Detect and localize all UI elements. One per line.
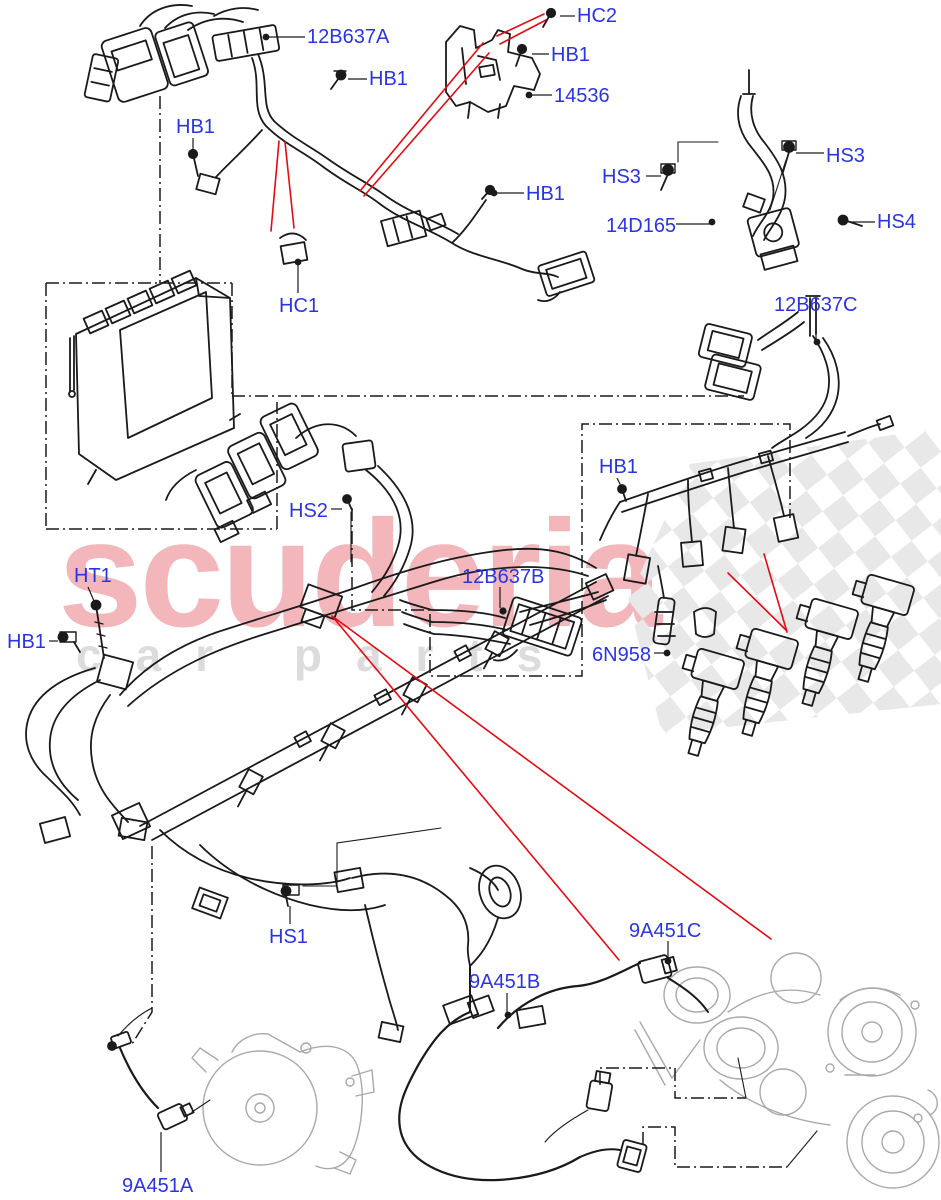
callout-hb1-center[interactable]: HB1 — [526, 183, 565, 205]
callout-12b637c[interactable]: 12B637C — [774, 294, 858, 316]
callout-6n958[interactable]: 6N958 — [592, 644, 651, 666]
callout-hs3-right[interactable]: HS3 — [826, 145, 865, 167]
fastener-icons — [57, 7, 863, 907]
screw-icon-hb1-topleft — [330, 69, 347, 90]
bolt-icon-hs2 — [342, 494, 353, 511]
sensor-9a451a-drawing — [107, 1007, 211, 1131]
screw-icon-hc2 — [542, 7, 557, 28]
callout-hb1-right[interactable]: HB1 — [599, 456, 638, 478]
bolt-icon-hb1-right — [617, 484, 627, 502]
bolt-icon-hs3-right — [781, 140, 797, 173]
bolt-icon-hs1 — [280, 884, 300, 907]
ecu-drawing — [68, 269, 241, 485]
callout-hs3-left[interactable]: HS3 — [602, 166, 641, 188]
callout-hs2[interactable]: HS2 — [289, 500, 328, 522]
water-pump-drawing — [191, 1033, 375, 1175]
callout-hc1[interactable]: HC1 — [279, 295, 320, 317]
checkered-flag-watermark — [628, 428, 941, 734]
callout-12b637b[interactable]: 12B637B — [462, 566, 545, 588]
callout-hb1-farleft[interactable]: HB1 — [7, 631, 46, 653]
sensor-6n958-drawing — [652, 565, 676, 646]
connector-12b637b-drawing — [493, 596, 583, 662]
callout-14d165[interactable]: 14D165 — [606, 215, 677, 237]
callout-hc2[interactable]: HC2 — [577, 5, 618, 27]
watermark-tagline: car parts — [76, 629, 577, 681]
callout-hs1[interactable]: HS1 — [269, 926, 308, 948]
callout-9a451a[interactable]: 9A451A — [122, 1175, 194, 1197]
ignition-coils-drawing — [681, 573, 915, 757]
screw-icon-hb1-midleft — [187, 148, 199, 177]
bolt-icon-hb1-farleft — [57, 631, 81, 653]
callout-ht1[interactable]: HT1 — [74, 565, 112, 587]
callout-9a451b[interactable]: 9A451B — [469, 971, 541, 993]
bracket-14536-drawing — [445, 25, 541, 119]
callout-12b637a[interactable]: 12B637A — [307, 26, 390, 48]
callout-hb1-bracket[interactable]: HB1 — [551, 44, 590, 66]
bolt-icon-hs4 — [837, 214, 863, 227]
bolt-icon-hs3-left — [660, 163, 676, 191]
callout-hb1-midleft[interactable]: HB1 — [176, 116, 215, 138]
screw-icon-ht1 — [90, 599, 108, 659]
hose-14d165-drawing — [737, 69, 800, 271]
callout-leader-lines — [49, 15, 875, 1172]
callout-hb1-topleft[interactable]: HB1 — [369, 68, 408, 90]
harness-12b637a-drawing — [83, 4, 596, 303]
region-boundary-solid-ticks — [737, 1057, 818, 1168]
callout-14536[interactable]: 14536 — [554, 85, 610, 107]
red-pointer-lines — [270, 13, 788, 961]
main-engine-harness-drawing — [25, 547, 615, 1044]
ignition-coil-harness-drawing — [165, 402, 414, 597]
oxygen-sensor-harness-drawing — [398, 954, 709, 1182]
callout-hs4[interactable]: HS4 — [877, 211, 916, 233]
watermark-brand: scuderia — [58, 489, 662, 659]
screw-icon-hb1-bracket — [515, 43, 528, 67]
harness-12b637c-drawing — [599, 295, 895, 638]
turbocharger-drawing — [634, 952, 940, 1189]
callout-9a451c[interactable]: 9A451C — [629, 920, 702, 942]
